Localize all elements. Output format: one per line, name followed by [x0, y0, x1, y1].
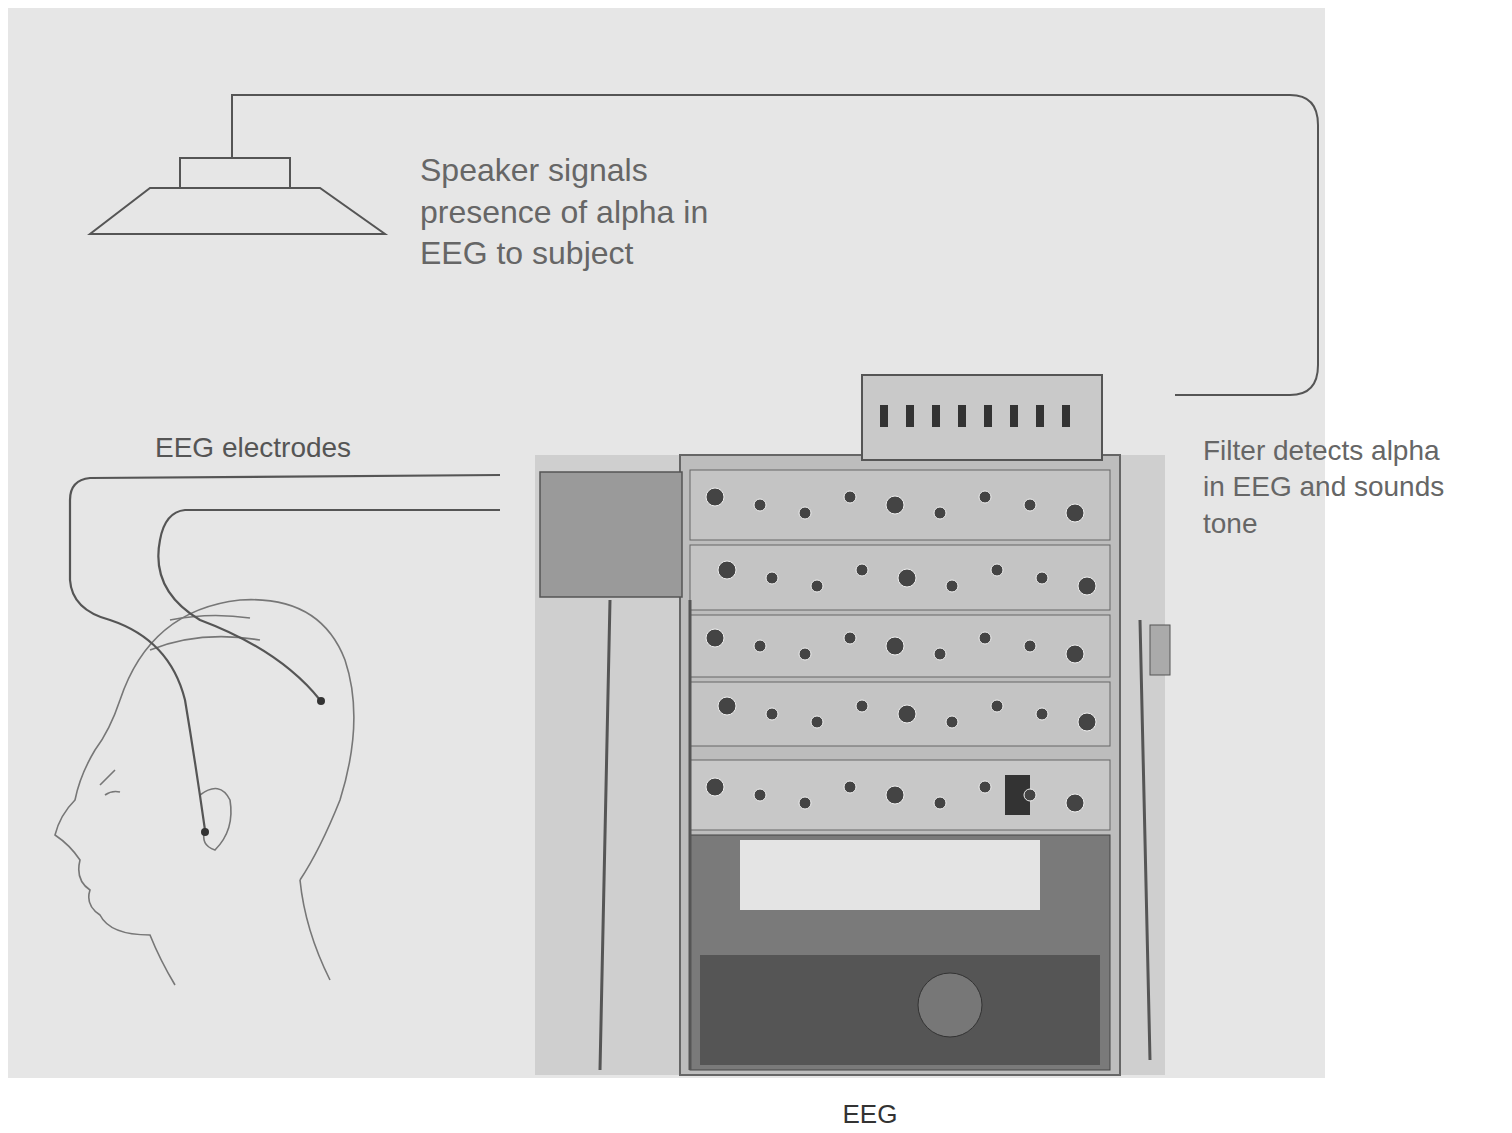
electrode [201, 828, 209, 836]
panel-knob [799, 648, 811, 660]
control-panel [690, 760, 1110, 830]
panel-knob [811, 580, 823, 592]
electrode-lead [70, 475, 500, 830]
filter-switch [1036, 405, 1044, 427]
panel-knob [799, 507, 811, 519]
electrode-lead [158, 510, 500, 700]
frame-bar [600, 600, 1150, 1070]
panel-knob [718, 697, 736, 715]
panel-knob [934, 797, 946, 809]
chart-paper [740, 840, 1040, 910]
panel-knob [1024, 789, 1036, 801]
panel-knob [1036, 708, 1048, 720]
panel-knob [754, 789, 766, 801]
panel-knob [856, 564, 868, 576]
panel-knob [844, 491, 856, 503]
amplifier-panel [690, 470, 1110, 540]
speaker-cone [90, 188, 385, 234]
eeg-machine-photo [535, 375, 1170, 1075]
recorder-dial [918, 973, 982, 1037]
electrode [317, 697, 325, 705]
panel-knob [1078, 713, 1096, 731]
panel-knob [706, 488, 724, 506]
amplifier-panel [690, 545, 1110, 610]
panel-knob [844, 632, 856, 644]
speaker-wire [232, 95, 1318, 395]
eye [100, 770, 120, 795]
panel-knob [754, 499, 766, 511]
panel-knob [886, 786, 904, 804]
panel-knob [1066, 794, 1084, 812]
neck-line [300, 880, 330, 980]
input-module [540, 472, 682, 597]
panel-knob [811, 716, 823, 728]
panel-knob [1066, 645, 1084, 663]
panel-knob [718, 561, 736, 579]
panel-knob [934, 507, 946, 519]
panel-knob [898, 569, 916, 587]
panel-knob [1024, 499, 1036, 511]
panel-knob [979, 781, 991, 793]
panel-knob [946, 716, 958, 728]
filter-switch [932, 405, 940, 427]
panel-knob [991, 564, 1003, 576]
speaker-note: Speaker signals presence of alpha in EEG… [420, 150, 720, 275]
panel-knob [886, 637, 904, 655]
panel-knob [1078, 577, 1096, 595]
filter-switch [958, 405, 966, 427]
filter-switch [984, 405, 992, 427]
panel-knob [991, 700, 1003, 712]
face-profile [55, 700, 175, 985]
panel-knob [766, 708, 778, 720]
head-outline [120, 600, 354, 880]
filter-switch [1062, 405, 1070, 427]
amplifier-panel [690, 682, 1110, 746]
panel-knob [856, 700, 868, 712]
figure-caption: EEG [843, 1098, 898, 1132]
background-panel [8, 8, 1325, 1078]
panel-knob [799, 797, 811, 809]
filter-switch [1010, 405, 1018, 427]
filter-switch [880, 405, 888, 427]
filter-switch [906, 405, 914, 427]
speaker-magnet [180, 158, 290, 188]
panel-knob [934, 648, 946, 660]
panel-knob [979, 632, 991, 644]
panel-knob [706, 778, 724, 796]
panel-knob [766, 572, 778, 584]
panel-knob [1024, 640, 1036, 652]
side-bracket [1150, 625, 1170, 675]
panel-knob [886, 496, 904, 514]
filter-note: Filter detects alpha in EEG and sounds t… [1203, 433, 1453, 542]
photo-ground [535, 455, 1165, 1075]
panel-knob [1066, 504, 1084, 522]
amplifier-panel [690, 615, 1110, 677]
equipment-rack [680, 455, 1120, 1075]
panel-knob [1036, 572, 1048, 584]
panel-knob [844, 781, 856, 793]
panel-knob [754, 640, 766, 652]
filter-unit [862, 375, 1102, 460]
recorder-deck [690, 835, 1110, 1070]
panel-knob [979, 491, 991, 503]
electrode-label: EEG electrodes [155, 430, 485, 466]
ear [200, 789, 231, 850]
hair-lines [150, 615, 260, 650]
panel-knob [898, 705, 916, 723]
recorder-front [700, 955, 1100, 1065]
head-sketch [55, 600, 354, 985]
panel-knob [946, 580, 958, 592]
panel-knob [706, 629, 724, 647]
